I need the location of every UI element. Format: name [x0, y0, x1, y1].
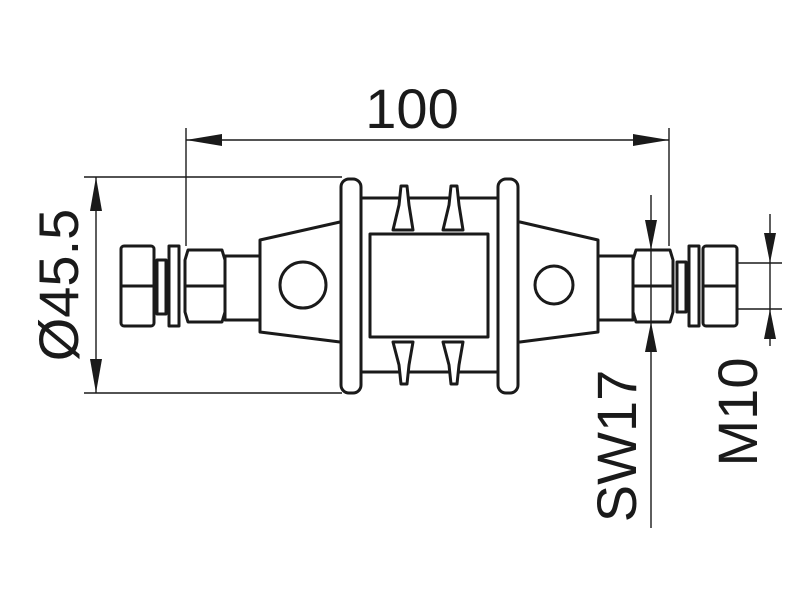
right-flange: [496, 177, 520, 395]
sw-arrow-top: [645, 220, 657, 250]
left-washer-outer: [155, 258, 168, 316]
sw-arrow-bottom: [645, 322, 657, 352]
diameter-arrow-top: [90, 177, 102, 211]
wrench-size-dimension: SW17: [585, 195, 657, 528]
right-washer-outer: [687, 244, 701, 328]
right-washer-inner: [675, 260, 688, 314]
diameter-label: Ø45.5: [27, 209, 90, 362]
thread-label: M10: [706, 358, 769, 467]
right-bolt-hole: [533, 264, 575, 306]
bottom-fin-left: [391, 340, 415, 386]
diameter-arrow-bottom: [90, 359, 102, 393]
left-bolt-hole: [278, 260, 328, 310]
center-window: [368, 232, 490, 339]
top-fin-right: [441, 184, 465, 232]
right-shaft: [596, 254, 635, 322]
wrench-size-label: SW17: [585, 370, 648, 523]
thread-arrow-top: [764, 233, 776, 263]
thread-arrow-bottom: [764, 309, 776, 339]
length-arrow-left: [186, 134, 222, 146]
diameter-dimension: Ø45.5: [27, 176, 342, 394]
thread-dimension: M10: [706, 214, 782, 466]
length-arrow-right: [633, 134, 669, 146]
connector-body: [119, 177, 739, 395]
left-shaft: [223, 254, 262, 322]
left-washer-inner: [167, 244, 181, 328]
length-dimension: 100: [185, 77, 670, 246]
bottom-fin-right: [441, 340, 465, 386]
top-fin-left: [391, 184, 415, 232]
left-flange: [339, 177, 363, 395]
length-label: 100: [365, 77, 458, 140]
